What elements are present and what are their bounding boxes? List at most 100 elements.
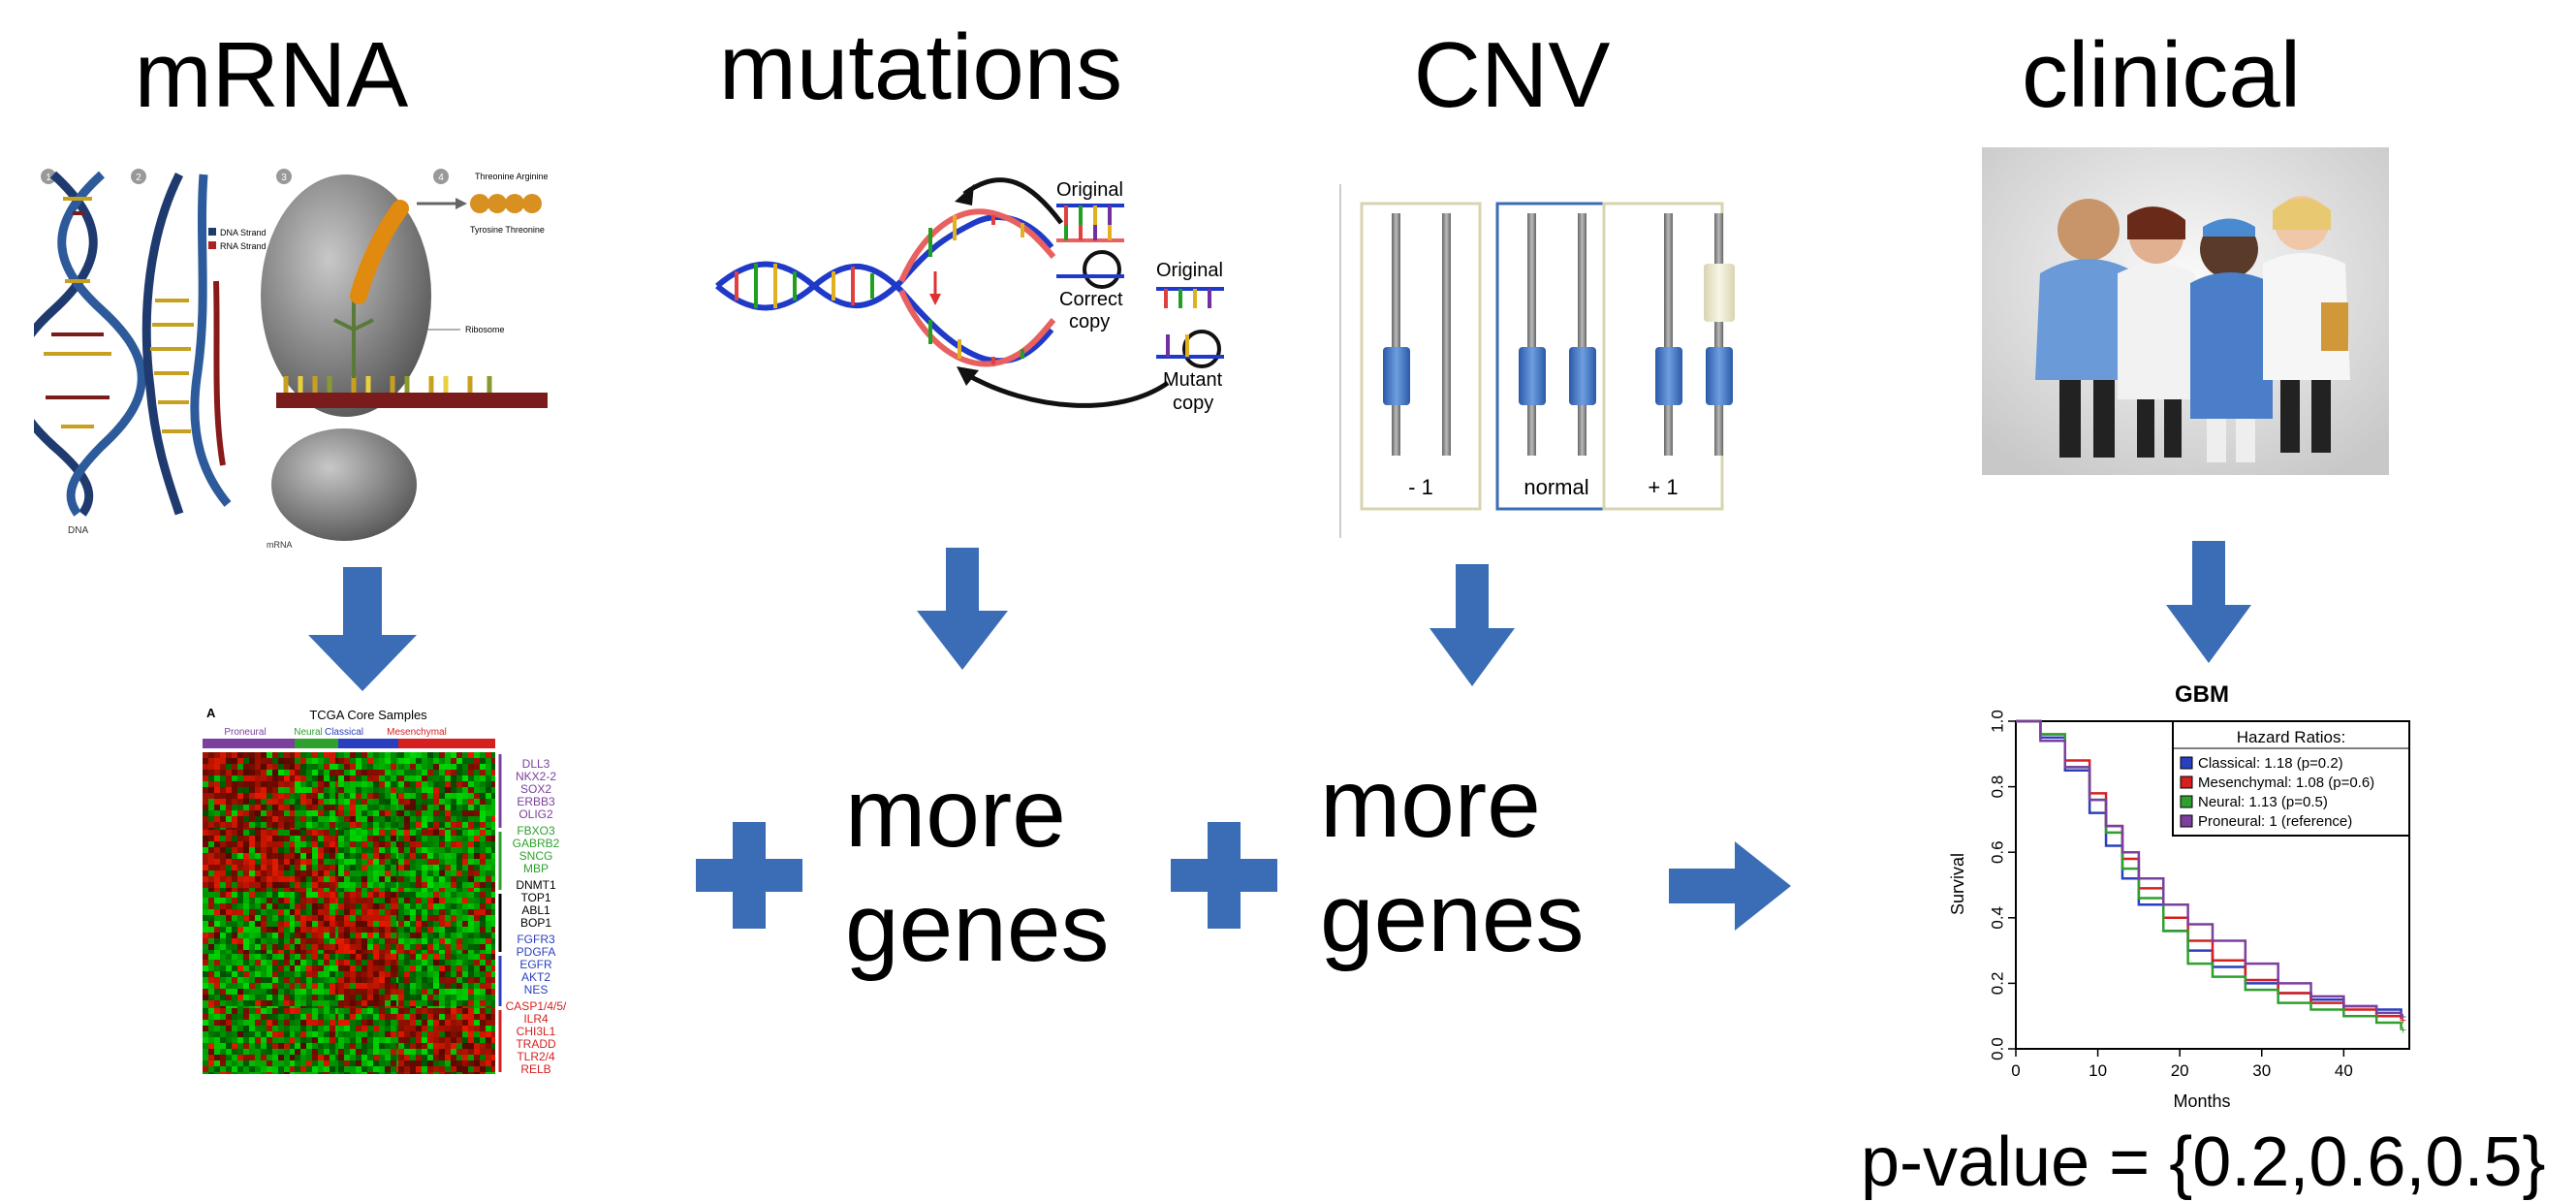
legend-entry: Proneural: 1 (reference): [2198, 813, 2352, 830]
p-value-text: p-value = {0.2,0.6,0.5}: [1861, 1123, 2546, 1201]
y-axis-label: Survival: [1948, 853, 1967, 915]
more-genes-1-line-1: more: [845, 759, 1066, 868]
legend-entry: Neural: 1.13 (p=0.5): [2198, 794, 2328, 810]
mutant-copy-icon: [1156, 287, 1224, 368]
gene-label: ABL1: [521, 903, 550, 917]
chart-legend-box: [2172, 720, 2410, 837]
legend-swatch: [2180, 814, 2193, 828]
down-arrow-mrna: [308, 567, 417, 691]
gene-label: RELB: [520, 1062, 551, 1076]
legend-swatch: [2180, 756, 2193, 770]
gene-label: TLR2/4: [517, 1050, 555, 1063]
censor-mark: +: [2400, 1010, 2406, 1024]
gene-label: EGFR: [519, 958, 552, 971]
gene-label: SNCG: [518, 849, 553, 863]
amino-acid-chain: [350, 200, 409, 304]
title-mrna: mRNA: [134, 23, 409, 127]
cnv-panel-loss: [1360, 202, 1482, 511]
gene-label: MBP: [522, 862, 549, 875]
censor-mark: +: [2400, 1014, 2406, 1028]
dna-translation-illustration: 1 2 3 4 DNA DNA Strand RNA Strand: [34, 169, 548, 550]
amino-acids-top-label: Threonine Arginine: [475, 172, 548, 181]
original-label-2: Original: [1156, 260, 1223, 281]
step-4-number: 4: [438, 173, 444, 183]
x-tick-label: 10: [2089, 1061, 2107, 1080]
gene-label: FBXO3: [517, 824, 555, 838]
gene-label: BOP1: [519, 916, 551, 930]
gene-label: PDGFA: [516, 945, 556, 959]
plus-icon-1: [696, 822, 802, 929]
gene-label: SOX2: [519, 782, 551, 796]
gene-label: FGFR3: [517, 933, 555, 946]
dna-unwinding-strand: [141, 172, 232, 516]
mutation-illustration: Original Correct copy Original Mutant co…: [715, 177, 1224, 414]
down-arrow-mutations: [917, 548, 1008, 670]
dna-double-helix: [34, 171, 146, 517]
x-tick-label: 20: [2171, 1061, 2189, 1080]
ribosome-small-subunit: [271, 428, 417, 541]
title-cnv: CNV: [1413, 23, 1611, 127]
gene-label: NES: [523, 983, 549, 996]
gene-label: GABRB2: [512, 837, 560, 850]
more-genes-text-2: more genes: [1320, 746, 1584, 975]
ribosome-label: Ribosome: [465, 325, 505, 334]
x-tick-label: 40: [2335, 1061, 2353, 1080]
cnv-panel-normal: [1495, 202, 1618, 511]
legend-swatch: [2180, 775, 2193, 789]
tcga-heatmap: A TCGA Core Samples Proneural Neural Cla…: [203, 706, 502, 1074]
y-tick-label: 0.0: [1988, 1037, 2006, 1060]
cnv-label-normal: normal: [1524, 475, 1588, 499]
amino-acids-bottom-label: Tyrosine Threonine: [470, 225, 545, 235]
y-tick-label: 0.4: [1988, 906, 2006, 930]
gene-label: DNMT1: [516, 878, 556, 892]
y-tick-label: 0.6: [1988, 840, 2006, 864]
gene-label: OLIG2: [518, 807, 553, 821]
gene-label: NKX2-2: [515, 770, 557, 783]
x-tick-label: 0: [2011, 1061, 2020, 1080]
correct-copy-label-1: Correct: [1059, 289, 1123, 310]
heatmap-panel-letter: A: [206, 706, 216, 720]
gene-label: DLL3: [521, 757, 550, 771]
mutant-copy-label-1: Mutant: [1163, 369, 1223, 391]
step-2-number: 2: [136, 173, 141, 183]
gene-label: CASP1/4/5/: [505, 999, 567, 1013]
subtype-label-proneural: Proneural: [224, 727, 266, 738]
down-arrow-cnv: [1429, 564, 1515, 686]
subtype-bar-proneural: [203, 739, 295, 748]
x-axis-label: Months: [2173, 1091, 2230, 1111]
y-tick-label: 1.0: [1988, 710, 2006, 733]
censor-mark: +: [2400, 1024, 2406, 1037]
correct-copy-label-2: copy: [1069, 311, 1110, 332]
clinical-doctors-photo: [1982, 147, 2389, 475]
step-3-number: 3: [281, 173, 287, 183]
mrna-strand: [276, 393, 548, 408]
plus-icon-2: [1171, 822, 1277, 929]
gene-label: ILR4: [523, 1012, 549, 1026]
right-arrow-icon: [1669, 841, 1791, 931]
more-genes-1-line-2: genes: [845, 873, 1110, 982]
cnv-label-gain: + 1: [1648, 475, 1678, 499]
legend-entry: Classical: 1.18 (p=0.2): [2198, 755, 2343, 772]
gene-label: TOP1: [520, 891, 551, 904]
correct-copy-icon: [1056, 204, 1124, 289]
subtype-bar-classical: [338, 739, 398, 748]
chart-title: GBM: [2175, 681, 2229, 708]
subtype-label-mesenchymal: Mesenchymal: [387, 727, 447, 738]
original-label-1: Original: [1056, 179, 1123, 201]
legend-entry: Mesenchymal: 1.08 (p=0.6): [2198, 775, 2374, 791]
subtype-bar-neural: [295, 739, 338, 748]
more-genes-2-line-1: more: [1320, 749, 1541, 858]
subtype-label-classical: Classical: [325, 727, 363, 738]
censor-mark: +: [2400, 1010, 2406, 1024]
mutant-copy-label-2: copy: [1173, 393, 1213, 414]
heatmap-cells: [203, 752, 495, 1074]
legend-title: Hazard Ratios:: [2237, 728, 2345, 746]
gene-label: CHI3L1: [516, 1025, 556, 1038]
title-clinical: clinical: [2021, 23, 2302, 127]
